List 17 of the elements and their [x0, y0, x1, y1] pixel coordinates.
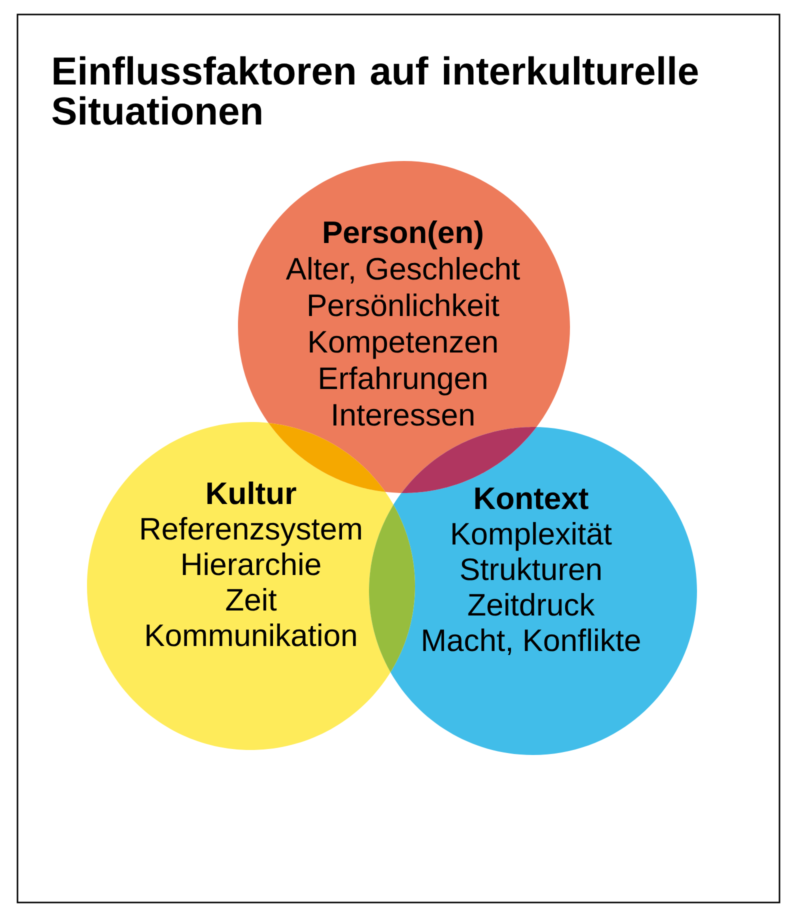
factor-label: Zeit [226, 588, 277, 611]
factor-label: Macht, Konflikte [423, 628, 640, 655]
factor-label: Erfahrungen [320, 366, 486, 396]
circle-heading: Kontext [475, 488, 588, 510]
circle-heading: Kultur [207, 482, 296, 504]
factor-label: Zeitdruck [468, 593, 595, 616]
factor-label: Kommunikation [146, 624, 356, 646]
diagram-title: Einflussfaktoren auf interkulturelle Situationen [52, 56, 698, 125]
factor-label: Referenzsystem [142, 517, 361, 546]
factor-label: Interessen [333, 404, 474, 426]
factor-label: Strukturen [460, 558, 600, 580]
factor-label: Persönlichkeit [309, 294, 500, 316]
factor-label: Hierarchie [182, 552, 320, 576]
factor-label: Komplexität [452, 522, 612, 551]
factor-label: Kompetenzen [310, 331, 497, 359]
circle-heading: Person(en) [324, 220, 482, 250]
factor-label: Alter, Geschlecht [286, 257, 520, 284]
